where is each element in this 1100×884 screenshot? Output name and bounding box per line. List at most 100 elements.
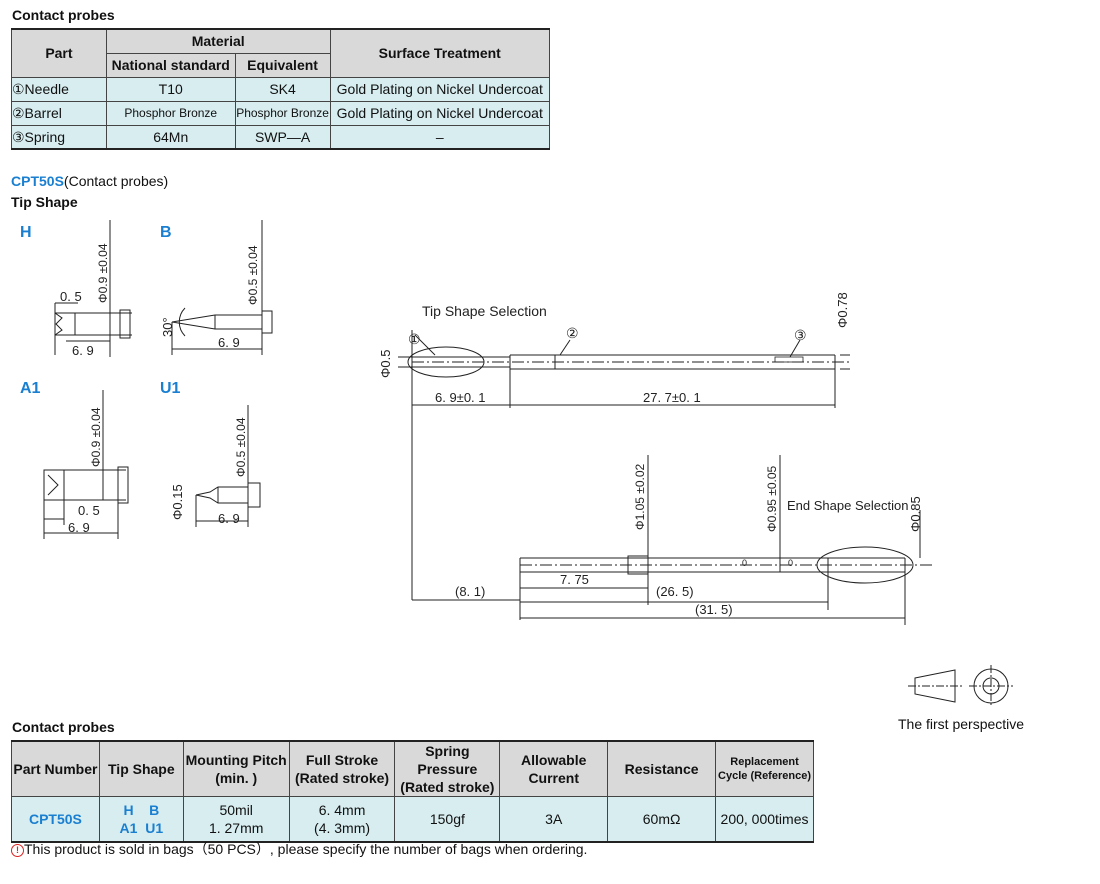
perspective-label: The first perspective: [898, 716, 1025, 732]
materials-title: Contact probes: [12, 7, 115, 23]
tip-label-u1: U1: [160, 380, 181, 397]
header-tip-shape: Tip Shape: [98, 740, 184, 797]
h-d1: 0. 5: [60, 289, 82, 304]
stroke-cell: 6. 4mm(4. 3mm): [288, 796, 396, 843]
equivalent-cell: Phosphor Bronze: [234, 100, 331, 126]
end-selection-label: End Shape Selection: [787, 498, 908, 513]
header-part: Part: [11, 28, 107, 78]
callout-1: ①: [408, 331, 421, 347]
projection-symbol-icon: [908, 665, 1013, 707]
probe-drawing: Tip Shape Selection ① ② ③ Φ0.5 Φ0.78 6. …: [378, 292, 935, 625]
resistance-cell: 60mΩ: [607, 796, 717, 843]
header-spring: Spring Pressure (Rated stroke): [394, 740, 501, 797]
len-69: 6. 9±0. 1: [435, 390, 486, 405]
warning-icon: !: [11, 844, 24, 857]
mark-zero-2: 0: [788, 558, 793, 568]
product-desc: (Contact probes): [63, 173, 169, 189]
specs-table: Part Number Tip Shape Mounting Pitch (min…: [11, 740, 814, 843]
header-part-number: Part Number: [11, 740, 100, 797]
rep-line1: Replacement: [730, 756, 799, 768]
part-cell: ③Spring: [11, 124, 107, 150]
h-dia: Φ0.9 ±0.04: [96, 243, 110, 303]
h-d2: 6. 9: [72, 343, 94, 358]
stroke-line2: (Rated stroke): [294, 770, 390, 786]
header-surface: Surface Treatment: [329, 28, 551, 78]
pitch-val1: 50mil: [219, 801, 253, 818]
specs-title: Contact probes: [12, 719, 115, 735]
table-row: ③Spring 64Mn SWP—A –: [11, 124, 551, 150]
u1-dia: Φ0.5 ±0.04: [234, 417, 248, 477]
tip-line1: H B: [123, 801, 160, 818]
tip-selection-label: Tip Shape Selection: [422, 303, 547, 319]
dia-078: Φ0.78: [835, 292, 850, 328]
part-cell: ①Needle: [11, 76, 107, 102]
dia-095: Φ0.95 ±0.05: [765, 465, 779, 532]
stroke-line1: Full Stroke: [305, 752, 379, 768]
part-number-cell: CPT50S: [11, 796, 100, 843]
a1-d1: 0. 5: [78, 503, 100, 518]
current-line2: Current: [528, 770, 579, 786]
pitch-val2: 1. 27mm: [208, 819, 264, 836]
tip-label-h: H: [20, 224, 32, 241]
spring-line2: (Rated stroke): [400, 779, 495, 795]
mark-zero-1: 0: [742, 558, 747, 568]
pitch-line1: Mounting Pitch: [185, 752, 287, 768]
national-cell: Phosphor Bronze: [105, 100, 236, 126]
b-dia: Φ0.5 ±0.04: [246, 245, 260, 305]
b-angle: 30°: [160, 317, 175, 337]
spring-cell: 150gf: [394, 796, 501, 843]
header-equivalent: Equivalent: [234, 52, 331, 78]
equivalent-cell: SK4: [234, 76, 331, 102]
u1-d3: Φ0.15: [170, 484, 185, 520]
product-heading: CPT50S(Contact probes): [11, 173, 168, 189]
len-315: (31. 5): [695, 602, 733, 617]
a1-dia: Φ0.9 ±0.04: [89, 407, 103, 467]
dia-105: Φ1.05 ±0.02: [633, 463, 647, 530]
len-277: 27. 7±0. 1: [643, 390, 701, 405]
callout-2: ②: [566, 325, 579, 341]
header-stroke: Full Stroke (Rated stroke): [288, 740, 396, 797]
tip-line2: A1 U1: [119, 819, 164, 836]
a1-d2: 6. 9: [68, 520, 90, 535]
surface-cell: Gold Plating on Nickel Undercoat: [329, 76, 551, 102]
header-pitch: Mounting Pitch (min. ): [182, 740, 290, 797]
tip-label-b: B: [160, 224, 172, 241]
len-775: 7. 75: [560, 572, 589, 587]
replacement-cell: 200, 000times: [715, 796, 814, 843]
len-81: (8. 1): [455, 584, 485, 599]
product-code: CPT50S: [11, 173, 64, 189]
len-265: (26. 5): [656, 584, 694, 599]
b-d2: 6. 9: [218, 335, 240, 350]
surface-cell: –: [329, 124, 551, 150]
callout-3: ③: [794, 327, 807, 343]
surface-cell: Gold Plating on Nickel Undercoat: [329, 100, 551, 126]
rep-line2: Cycle (Reference): [718, 770, 811, 782]
u1-d2: 6. 9: [218, 511, 240, 526]
current-cell: 3A: [499, 796, 609, 843]
tip-shape-title: Tip Shape: [11, 194, 78, 210]
tip-shapes-drawing: H B A1 U1 Φ0.9 ±0.04 0. 5 6. 9 Φ0.5 ±0.0…: [20, 220, 273, 539]
part-cell: ②Barrel: [11, 100, 107, 126]
national-cell: T10: [105, 76, 236, 102]
stroke-val1: 6. 4mm: [318, 801, 366, 818]
national-cell: 64Mn: [105, 124, 236, 150]
order-note: !This product is sold in bags（50 PCS）, p…: [11, 839, 587, 859]
pitch-line2: (min. ): [215, 770, 258, 786]
materials-table: Part Material Surface Treatment National…: [11, 28, 551, 150]
header-material: Material: [105, 28, 331, 54]
stroke-val2: (4. 3mm): [314, 819, 371, 836]
note-text: This product is sold in bags（50 PCS）, pl…: [24, 841, 588, 857]
dia-05: Φ0.5: [378, 350, 393, 378]
current-line1: Allowable: [521, 752, 587, 768]
table-row: ②Barrel Phosphor Bronze Phosphor Bronze …: [11, 100, 551, 126]
tip-label-a1: A1: [20, 380, 41, 397]
equivalent-cell: SWP—A: [234, 124, 331, 150]
dia-085: Φ0.85: [908, 496, 923, 532]
spring-line1: Spring Pressure: [417, 743, 478, 777]
table-row: ①Needle T10 SK4 Gold Plating on Nickel U…: [11, 76, 551, 102]
